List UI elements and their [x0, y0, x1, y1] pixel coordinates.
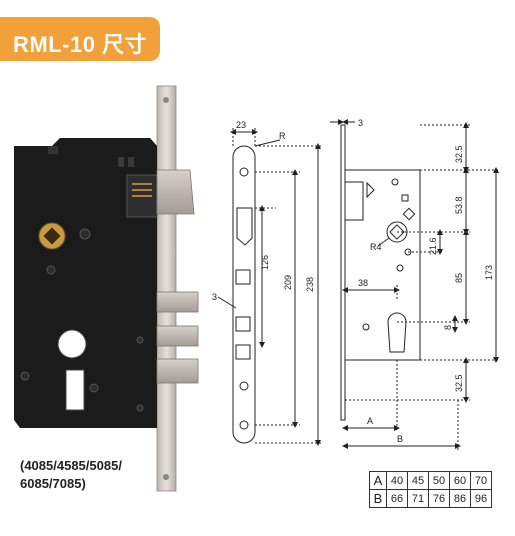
- case-outline: [345, 169, 421, 361]
- lock-body: [14, 138, 157, 428]
- screw-hole-bottom-icon: [239, 420, 249, 430]
- case-plate-edge: [340, 124, 346, 421]
- case-drawing: [330, 119, 500, 450]
- size-cell: 45: [407, 471, 429, 490]
- deadbolt-3: [156, 358, 199, 384]
- dim-plate-thickness: 3: [358, 118, 363, 128]
- latch-slot: [236, 207, 253, 246]
- size-row-label: B: [369, 489, 387, 508]
- title-badge: [0, 17, 160, 61]
- deadbolt-2: [156, 325, 199, 347]
- dim-label-b: B: [397, 434, 403, 444]
- dim-radius: R: [279, 131, 286, 141]
- faceplate-screw-bottom-icon: [163, 474, 169, 480]
- size-cell: 86: [449, 489, 471, 508]
- bolt-slot-2: [235, 316, 251, 332]
- dim-bolt-step: 3: [212, 292, 217, 302]
- bolt-slot-1: [235, 269, 251, 285]
- cylinder-hole-icon: [57, 329, 87, 411]
- dim-latch-to-center: 53.8: [454, 196, 464, 214]
- latch-bolt: [156, 169, 195, 215]
- faceplate: [156, 85, 177, 492]
- model-list: (4085/4585/5085/ 6085/7085): [20, 457, 160, 493]
- dim-bottom-offset: 32.5: [454, 374, 464, 392]
- lock-photo: [14, 85, 199, 492]
- dim-cylinder-8: 8: [443, 325, 453, 330]
- dim-label-a: A: [367, 416, 373, 426]
- size-cell: 60: [449, 471, 471, 490]
- faceplate-screw-top-icon: [163, 97, 169, 103]
- model-line-2: 6085/7085): [20, 476, 86, 491]
- case-cylinder-icon: [387, 312, 407, 353]
- screw-hole-lower-icon: [239, 381, 249, 391]
- dim-spindle-to-cylinder: 85: [454, 273, 464, 283]
- bolt-slot-3: [235, 344, 251, 360]
- screw-hole-top-icon: [239, 167, 249, 177]
- size-cell: 70: [470, 471, 492, 490]
- latch-block: [344, 181, 364, 221]
- page-title: RML-10 尺寸: [13, 32, 148, 57]
- faceplate-drawing: [217, 128, 322, 446]
- size-cell: 40: [386, 471, 408, 490]
- dim-latch-height: 126: [260, 255, 270, 270]
- size-row-b: B 66 71 76 86 96: [369, 489, 492, 508]
- faceplate-outline: [232, 145, 256, 444]
- dim-faceplate-width: 23: [236, 120, 246, 130]
- size-row-a: A 40 45 50 60 70: [369, 471, 492, 490]
- size-row-label: A: [369, 471, 387, 490]
- body-notch: [48, 146, 58, 154]
- deadbolt-1: [156, 291, 199, 313]
- size-cell: 50: [428, 471, 450, 490]
- dim-top-offset: 32.5: [454, 145, 464, 163]
- size-cell: 76: [428, 489, 450, 508]
- size-cell: 71: [407, 489, 429, 508]
- size-cell: 66: [386, 489, 408, 508]
- dim-radius-r4: R4: [370, 242, 382, 252]
- dim-overall-173: 173: [484, 265, 494, 280]
- dim-span-209: 209: [283, 275, 293, 290]
- dim-spindle-gap: 21.6: [428, 237, 438, 255]
- size-table: A 40 45 50 60 70 B 66 71 76 86 96: [369, 471, 492, 508]
- model-line-1: (4085/4585/5085/: [20, 458, 122, 473]
- dim-total-height: 238: [305, 277, 315, 292]
- dim-backset-38: 38: [358, 278, 368, 288]
- size-cell: 96: [470, 489, 492, 508]
